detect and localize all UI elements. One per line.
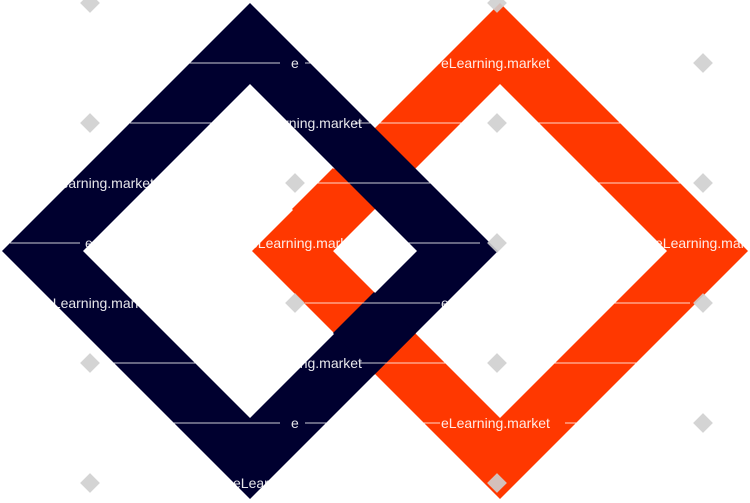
right-diamond-overlap-segment-2	[333, 292, 416, 375]
watermark-diamond-icon	[693, 293, 713, 313]
watermark-diamond-icon	[80, 0, 100, 13]
watermark-diamond-icon	[487, 353, 507, 373]
watermark-text: eLearning.market	[253, 115, 362, 131]
watermark-text: eLearning.market	[253, 355, 362, 371]
right-diamond	[252, 3, 748, 499]
watermark-text: e	[441, 295, 449, 311]
watermark-diamond-icon	[487, 473, 507, 493]
watermark-text: eLearning.market	[45, 295, 154, 311]
left-diamond	[2, 3, 498, 499]
watermark-diamond-icon	[80, 473, 100, 493]
watermark-text: e	[291, 415, 299, 431]
watermark-diamond-icon	[80, 113, 100, 133]
watermark-diamond-icon	[285, 293, 305, 313]
right-diamond-overlap	[292, 168, 416, 375]
watermark-text: e	[85, 235, 93, 251]
watermark-text: e	[291, 55, 299, 71]
watermark-diamond-icon	[693, 413, 713, 433]
watermark-layer: eLearning.market e eLearning.market eLearni…	[10, 0, 750, 493]
watermark-text: eLearning.market	[45, 175, 154, 191]
watermark-text: eLearning.market	[655, 235, 750, 251]
watermark-text: eLearning.market	[441, 55, 550, 71]
watermark-diamond-icon	[80, 353, 100, 373]
watermark-text: eLearning.market	[250, 235, 359, 251]
left-diamond-ring	[2, 3, 498, 499]
right-diamond-overlap-segment	[292, 168, 374, 251]
watermark-text: eLearning.market	[441, 415, 550, 431]
right-diamond-ring	[252, 3, 748, 499]
watermark-diamond-icon	[487, 113, 507, 133]
watermark-text: eLearning.market	[233, 475, 342, 491]
watermark-diamond-icon	[693, 53, 713, 73]
watermark-diamond-icon	[285, 173, 305, 193]
watermark-diamond-icon	[693, 173, 713, 193]
watermark-diamond-icon	[487, 233, 507, 253]
watermark-diamond-icon	[487, 0, 507, 13]
